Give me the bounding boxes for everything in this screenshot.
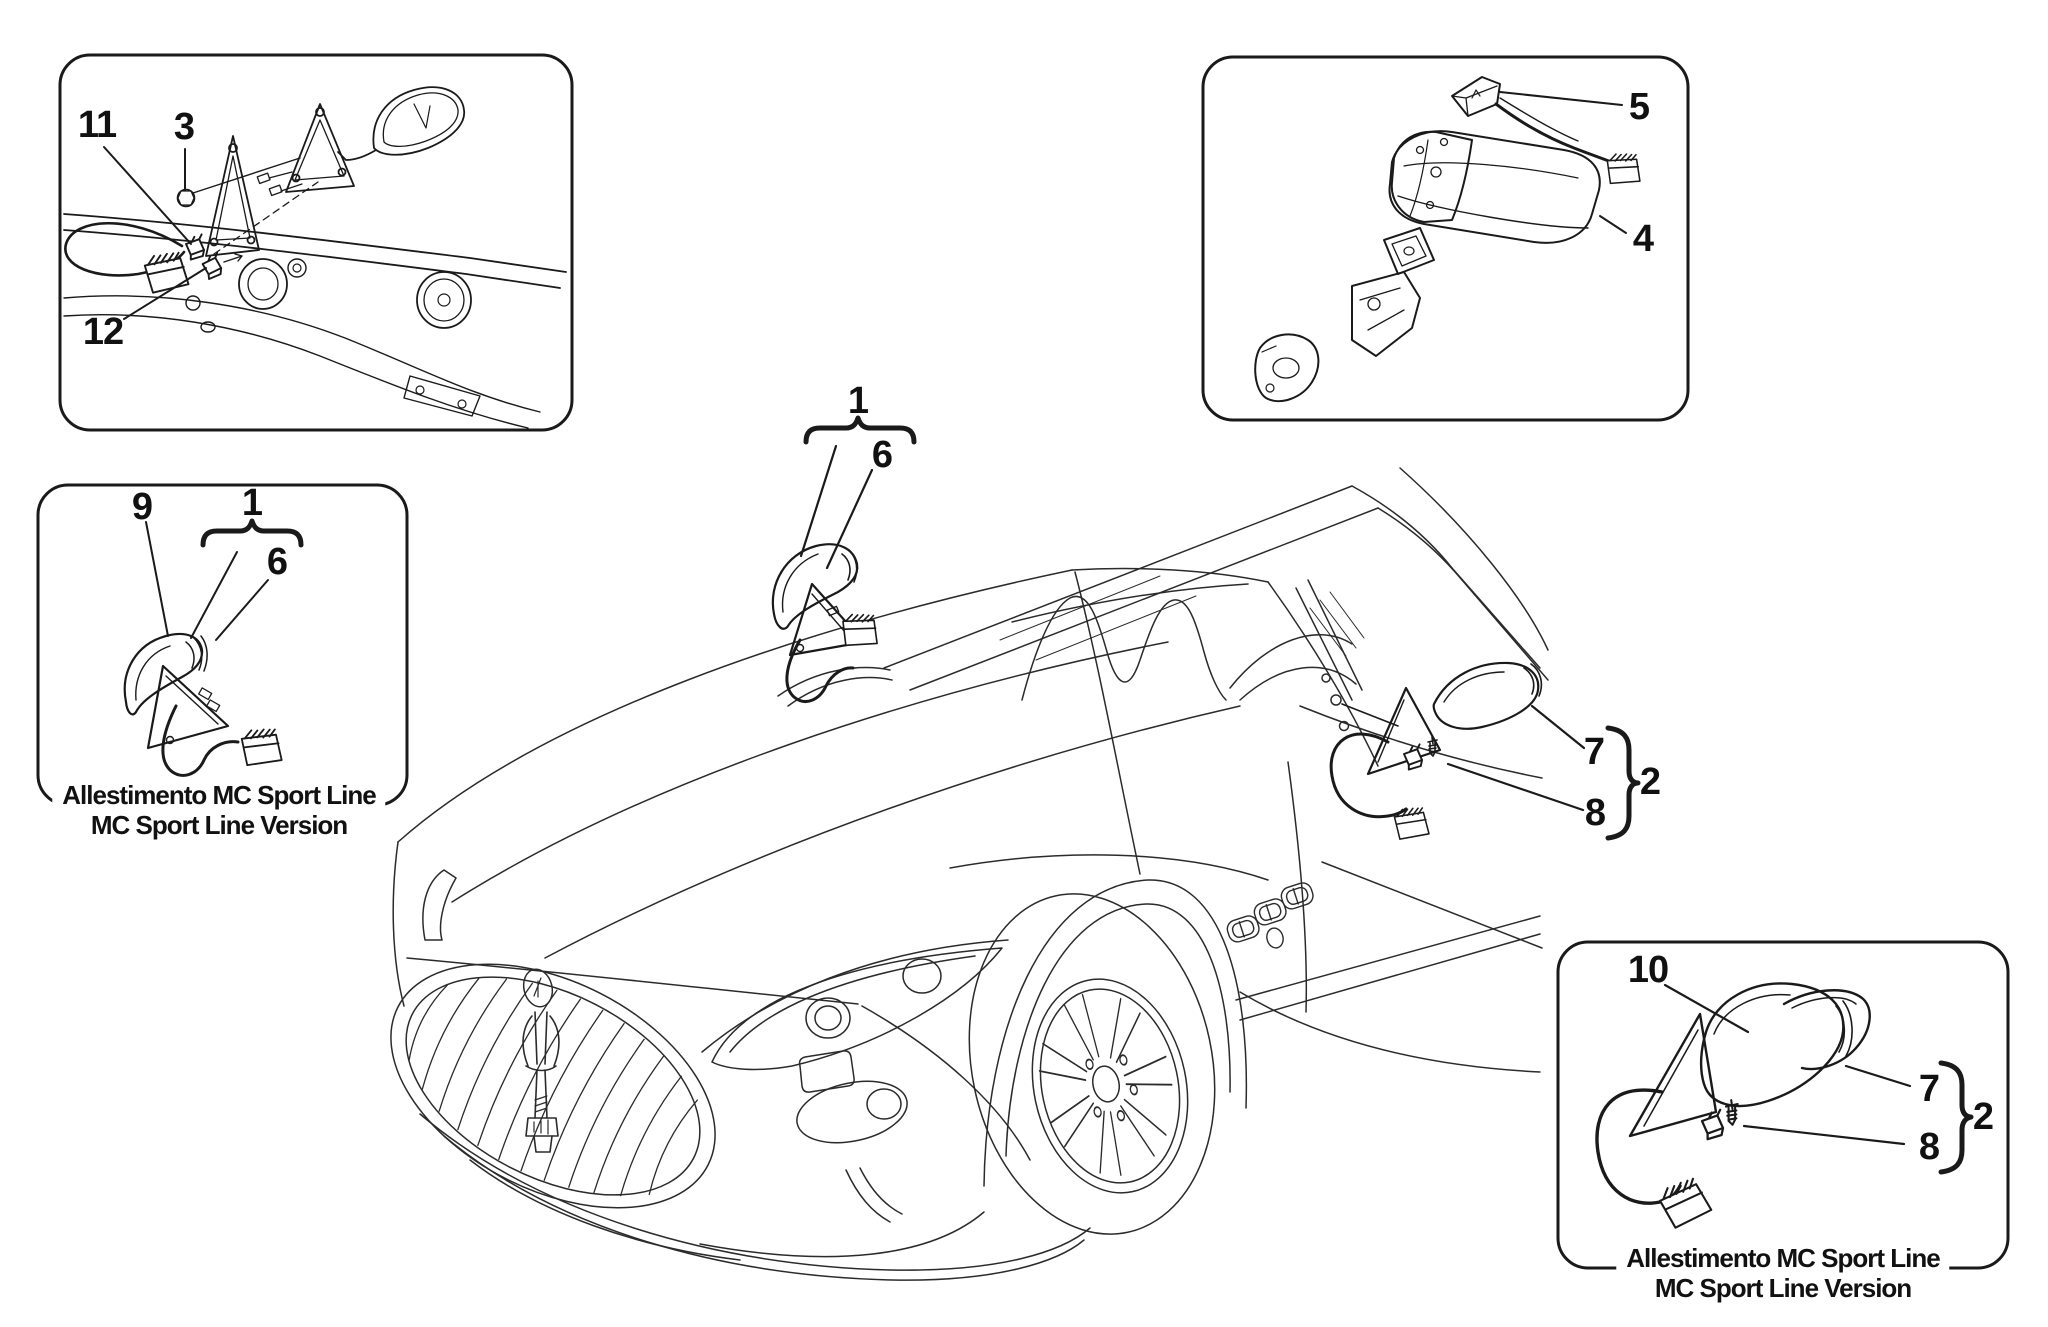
caption-line-2: MC Sport Line Version: [1654, 1273, 1912, 1303]
callout-5: 5: [1628, 86, 1650, 128]
caption-line-2: MC Sport Line Version: [90, 810, 348, 840]
inset-mc-sport-right: [1556, 940, 2010, 1270]
inset-box: [1556, 940, 2010, 1270]
callout-2-main: 2: [1639, 761, 1661, 803]
inset-box: [1201, 55, 1690, 422]
callout-3: 3: [173, 106, 195, 148]
overbrace-1: [803, 415, 917, 445]
car-illustration: [390, 467, 1549, 1281]
inset-interior-mirror: [1201, 55, 1690, 422]
callout-10: 10: [1627, 949, 1669, 991]
headlight: [701, 939, 1009, 1071]
callout-8-main: 8: [1584, 792, 1606, 834]
callout-11: 11: [77, 104, 117, 146]
callout-4: 4: [1632, 218, 1654, 260]
caption-line-1: Allestimento MC Sport Line: [1626, 1243, 1940, 1273]
callout-6-main: 6: [871, 434, 893, 476]
overbrace-1-left: [200, 518, 304, 548]
callout-7-main: 7: [1583, 731, 1605, 773]
caption-line-1: Allestimento MC Sport Line: [62, 780, 376, 810]
leader-lines-door-inset: [103, 146, 301, 320]
grille: [390, 963, 716, 1209]
wheel-spokes: [1038, 993, 1173, 1176]
brace-2-bottom: [1938, 1060, 1974, 1175]
braces-main: [803, 415, 1641, 841]
inset-mc-sport-left: [36, 483, 409, 807]
callout-9: 9: [131, 486, 153, 528]
mirror-assembly-detached: [771, 543, 885, 703]
trident-emblem: [522, 1011, 560, 1153]
inset-box: [58, 53, 574, 432]
callout-6-left: 6: [266, 541, 288, 583]
callout-8-inset: 8: [1918, 1126, 1940, 1168]
callout-2-inset: 2: [1972, 1096, 1994, 1138]
fender-vents: [1226, 882, 1314, 949]
callout-1-main: 1: [847, 380, 869, 422]
leader-lines-interior-inset: [1499, 91, 1627, 234]
callout-12: 12: [82, 311, 124, 353]
brace-2: [1605, 725, 1641, 841]
caption-mc-sport-right: Allestimento MC Sport Line MC Sport Line…: [1616, 1243, 1950, 1303]
leader-lines-left-inset: [145, 521, 269, 641]
callout-7-inset: 7: [1918, 1068, 1940, 1110]
nut-icon: [176, 188, 196, 208]
inset-door-panel: [58, 53, 574, 432]
leader-lines-right-inset: [1663, 983, 1912, 1146]
callout-1-left: 1: [241, 482, 263, 524]
leader-lines-main: [799, 444, 1586, 812]
caption-mc-sport-left: Allestimento MC Sport Line MC Sport Line…: [52, 780, 386, 840]
hood-badge: [522, 968, 554, 1008]
mirror-assembly-on-car: [1329, 661, 1543, 844]
